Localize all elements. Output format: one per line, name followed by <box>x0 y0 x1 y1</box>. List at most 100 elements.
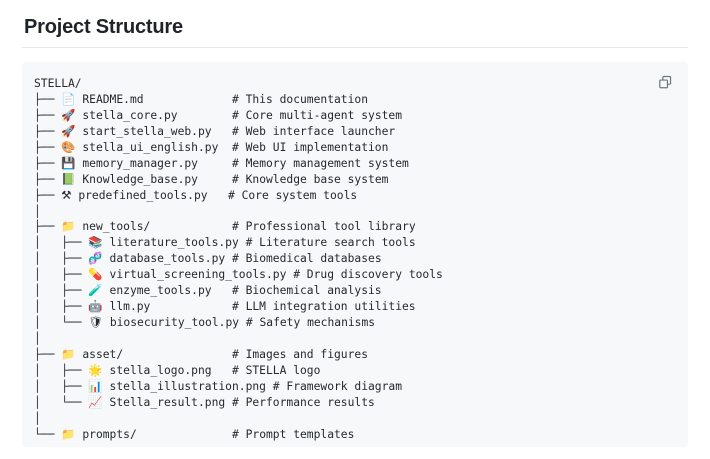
tree-branch-glyph: ├── <box>34 347 62 361</box>
tree-branch-glyph: │ └── <box>34 395 89 409</box>
robot-icon: 🤖 <box>88 299 103 314</box>
tree-item-name[interactable]: llm.py <box>102 300 151 314</box>
tree-branch-glyph: ├── <box>34 156 62 170</box>
tree-row[interactable]: │ └── 📈 Stella_result.png # Performance … <box>34 395 672 411</box>
tree-item-name[interactable]: enzyme_tools.py <box>102 284 212 298</box>
tree-branch-glyph: │ ├── <box>34 284 89 298</box>
tree-item-comment: # Performance results <box>231 395 375 409</box>
tree-branch-glyph: │ ├── <box>34 363 89 377</box>
copy-icon[interactable] <box>654 71 676 93</box>
tree-row[interactable]: ├── 🚀 stella_core.py # Core multi-agent … <box>34 108 672 124</box>
tree-item-name[interactable]: prompts/ <box>75 427 137 441</box>
tree-row[interactable]: ├── 🎨 stella_ui_english.py # Web UI impl… <box>34 140 672 156</box>
tree-item-comment: # STELLA logo <box>231 363 321 377</box>
tree-root-label: STELLA/ <box>34 77 82 90</box>
tree-item-name[interactable]: biosecurity_tool.py <box>103 316 240 330</box>
tree-item-comment: # LLM integration utilities <box>231 300 416 314</box>
tree-branch-glyph: │ ├── <box>34 268 89 282</box>
tree-branch-glyph: ├── <box>34 220 62 234</box>
books-icon: 📚 <box>88 235 103 250</box>
tree-item-comment: # This documentation <box>231 92 369 106</box>
tree-branch-glyph: │ ├── <box>34 252 89 266</box>
tree-branch-glyph: │ ├── <box>34 379 89 393</box>
tree-row[interactable]: │ ├── 📚 literature_tools.py # Literature… <box>34 235 672 251</box>
tree-item-name[interactable]: start_stella_web.py <box>75 124 212 138</box>
tree-item-name[interactable]: stella_logo.png <box>102 363 212 377</box>
tree-spacer: │ <box>34 332 41 345</box>
tree-item-name[interactable]: memory_manager.py <box>75 156 198 170</box>
tree-item-comment: # Core system tools <box>227 188 358 202</box>
tree-item-name[interactable]: database_tools.py <box>102 252 226 266</box>
tree-branch-glyph: ├── <box>34 172 62 186</box>
palette-icon: 🎨 <box>61 139 76 154</box>
tree-row[interactable]: │ ├── 🤖 llm.py # LLM integration utiliti… <box>34 299 672 315</box>
tree-row[interactable]: ├── ⚒ predefined_tools.py # Core system … <box>34 188 672 204</box>
tree-item-comment: # Framework diagram <box>272 379 403 393</box>
tree-spacer: │ <box>34 411 41 425</box>
tree-branch-glyph: ├── <box>34 140 62 154</box>
title-divider <box>22 47 688 48</box>
tree-item-comment: # Literature search tools <box>245 236 416 250</box>
test-tube-icon: 🧪 <box>88 283 103 298</box>
tree-branch-glyph: ├── <box>34 108 62 122</box>
rocket-icon: 🚀 <box>61 123 76 138</box>
tree-row[interactable]: ├── 📄 README.md # This documentation <box>34 92 672 108</box>
tree-item-name[interactable]: stella_illustration.png <box>102 379 266 393</box>
tree-row[interactable]: ├── 🚀 start_stella_web.py # Web interfac… <box>34 124 672 140</box>
pill-icon: 💊 <box>88 267 103 282</box>
tree-item-comment: # Web interface launcher <box>231 124 396 138</box>
tree-item-comment: # Images and figures <box>231 347 369 361</box>
tree-item-comment: # Biochemical analysis <box>231 284 382 298</box>
tree-item-name[interactable]: predefined_tools.py <box>71 188 208 202</box>
tree-row[interactable]: ├── 📗 Knowledge_base.py # Knowledge base… <box>34 172 672 188</box>
floppy-disk-icon: 💾 <box>61 155 76 170</box>
tree-item-comment: # Professional tool library <box>231 220 416 234</box>
tree-spacer: │ <box>34 204 41 218</box>
green-book-icon: 📗 <box>61 171 76 186</box>
bar-chart-icon: 📊 <box>88 378 103 393</box>
tree-item-name[interactable]: literature_tools.py <box>102 236 239 250</box>
tree-item-name[interactable]: asset/ <box>75 347 124 361</box>
tree-item-name[interactable]: new_tools/ <box>75 220 151 234</box>
project-tree-code-block: STELLA/ ├── 📄 README.md # This documentat… <box>22 62 688 447</box>
tree-row[interactable]: │ ├── 🌟 stella_logo.png # STELLA logo <box>34 363 672 379</box>
tree-branch-glyph: ├── <box>34 188 62 202</box>
tree-item-name[interactable]: stella_ui_english.py <box>75 140 219 154</box>
tree-item-name[interactable]: virtual_screening_tools.py <box>102 268 287 282</box>
page-icon: 📄 <box>61 91 76 106</box>
tree-branch-glyph: ├── <box>34 92 62 106</box>
tree-branch-glyph: ├── <box>34 124 62 138</box>
line-chart-icon: 📈 <box>88 394 103 409</box>
tree-row[interactable]: │ ├── 📊 stella_illustration.png # Framew… <box>34 379 672 395</box>
tree-row[interactable]: ├── 💾 memory_manager.py # Memory managem… <box>34 156 672 172</box>
tree-branch-glyph: │ └── <box>34 316 89 330</box>
tree-item-comment: # Drug discovery tools <box>293 268 443 282</box>
dna-icon: 🧬 <box>88 251 103 266</box>
tree-branch-glyph: └── <box>34 427 62 441</box>
tree-item-name[interactable]: README.md <box>75 92 144 106</box>
tree-item-comment: # Safety mechanisms <box>245 316 376 330</box>
tree-item-comment: # Core multi-agent system <box>231 108 403 122</box>
rocket-icon: 🚀 <box>61 107 76 122</box>
tree-item-name[interactable]: Knowledge_base.py <box>75 172 198 186</box>
folder-icon: 📁 <box>61 426 76 441</box>
tree-row[interactable]: │ ├── 🧪 enzyme_tools.py # Biochemical an… <box>34 283 672 299</box>
tree-item-name[interactable]: Stella_result.png <box>102 395 226 409</box>
tree-row[interactable]: ├── 📁 asset/ # Images and figures <box>34 347 672 363</box>
tree-row[interactable]: └── 📁 prompts/ # Prompt templates <box>34 427 672 443</box>
tree-branch-glyph: │ ├── <box>34 236 89 250</box>
tree-item-comment: # Prompt templates <box>231 427 355 441</box>
directory-tree: STELLA/ ├── 📄 README.md # This documentat… <box>34 76 672 443</box>
tree-row[interactable]: │ ├── 💊 virtual_screening_tools.py # Dru… <box>34 267 672 283</box>
tree-row[interactable]: │ ├── 🧬 database_tools.py # Biomedical d… <box>34 251 672 267</box>
tree-row[interactable]: │ └── 🛡 biosecurity_tool.py # Safety mec… <box>34 315 672 331</box>
star-icon: 🌟 <box>88 362 103 377</box>
tree-item-comment: # Memory management system <box>231 156 409 170</box>
tree-branch-glyph: │ ├── <box>34 300 89 314</box>
tree-row[interactable]: ├── 📁 new_tools/ # Professional tool lib… <box>34 219 672 235</box>
tree-item-comment: # Web UI implementation <box>231 140 389 154</box>
tree-item-name[interactable]: stella_core.py <box>75 108 178 122</box>
folder-icon: 📁 <box>61 346 76 361</box>
shield-icon: 🛡 <box>88 315 104 330</box>
